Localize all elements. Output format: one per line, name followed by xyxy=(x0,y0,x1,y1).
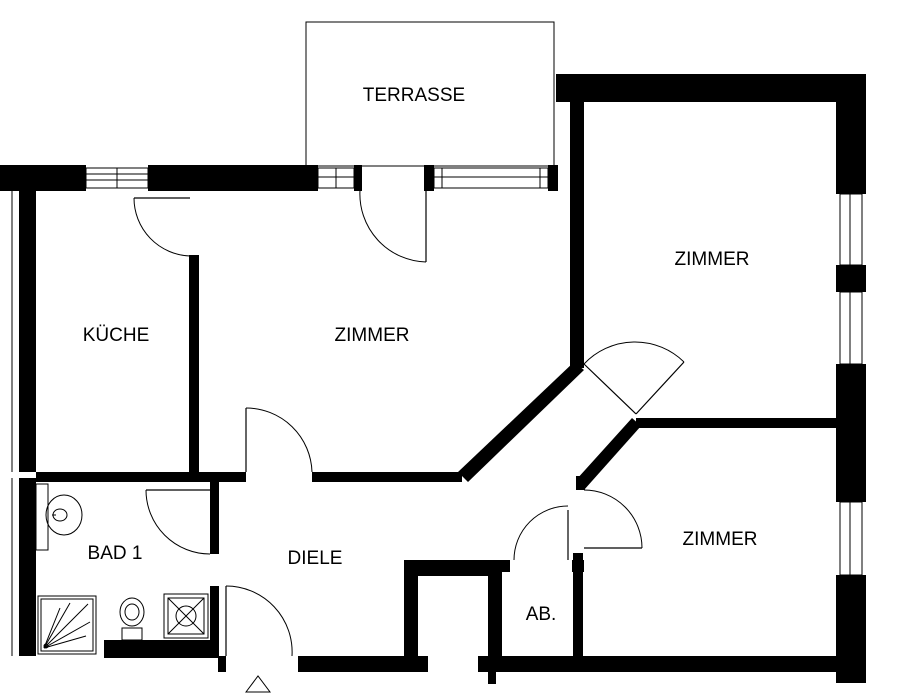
doors xyxy=(133,189,685,657)
entrance-triangle-icon xyxy=(245,675,271,693)
walls xyxy=(0,74,866,684)
room-label-zimmer-upper-right: ZIMMER xyxy=(675,249,750,270)
room-label-zimmer-lower-right: ZIMMER xyxy=(683,529,758,550)
shower-tray-icon xyxy=(37,595,97,655)
room-label-kueche: KÜCHE xyxy=(83,325,150,346)
room-label-zimmer-center: ZIMMER xyxy=(335,325,410,346)
room-label-diele: DIELE xyxy=(288,548,343,569)
toilet-icon xyxy=(119,597,145,641)
washbasin-icon xyxy=(35,483,83,551)
room-label-terrasse: TERRASSE xyxy=(363,85,465,106)
room-label-bad: BAD 1 xyxy=(88,543,143,564)
windows xyxy=(11,167,863,656)
room-label-abstellraum: AB. xyxy=(526,604,557,625)
floor-drain-icon xyxy=(163,593,209,639)
